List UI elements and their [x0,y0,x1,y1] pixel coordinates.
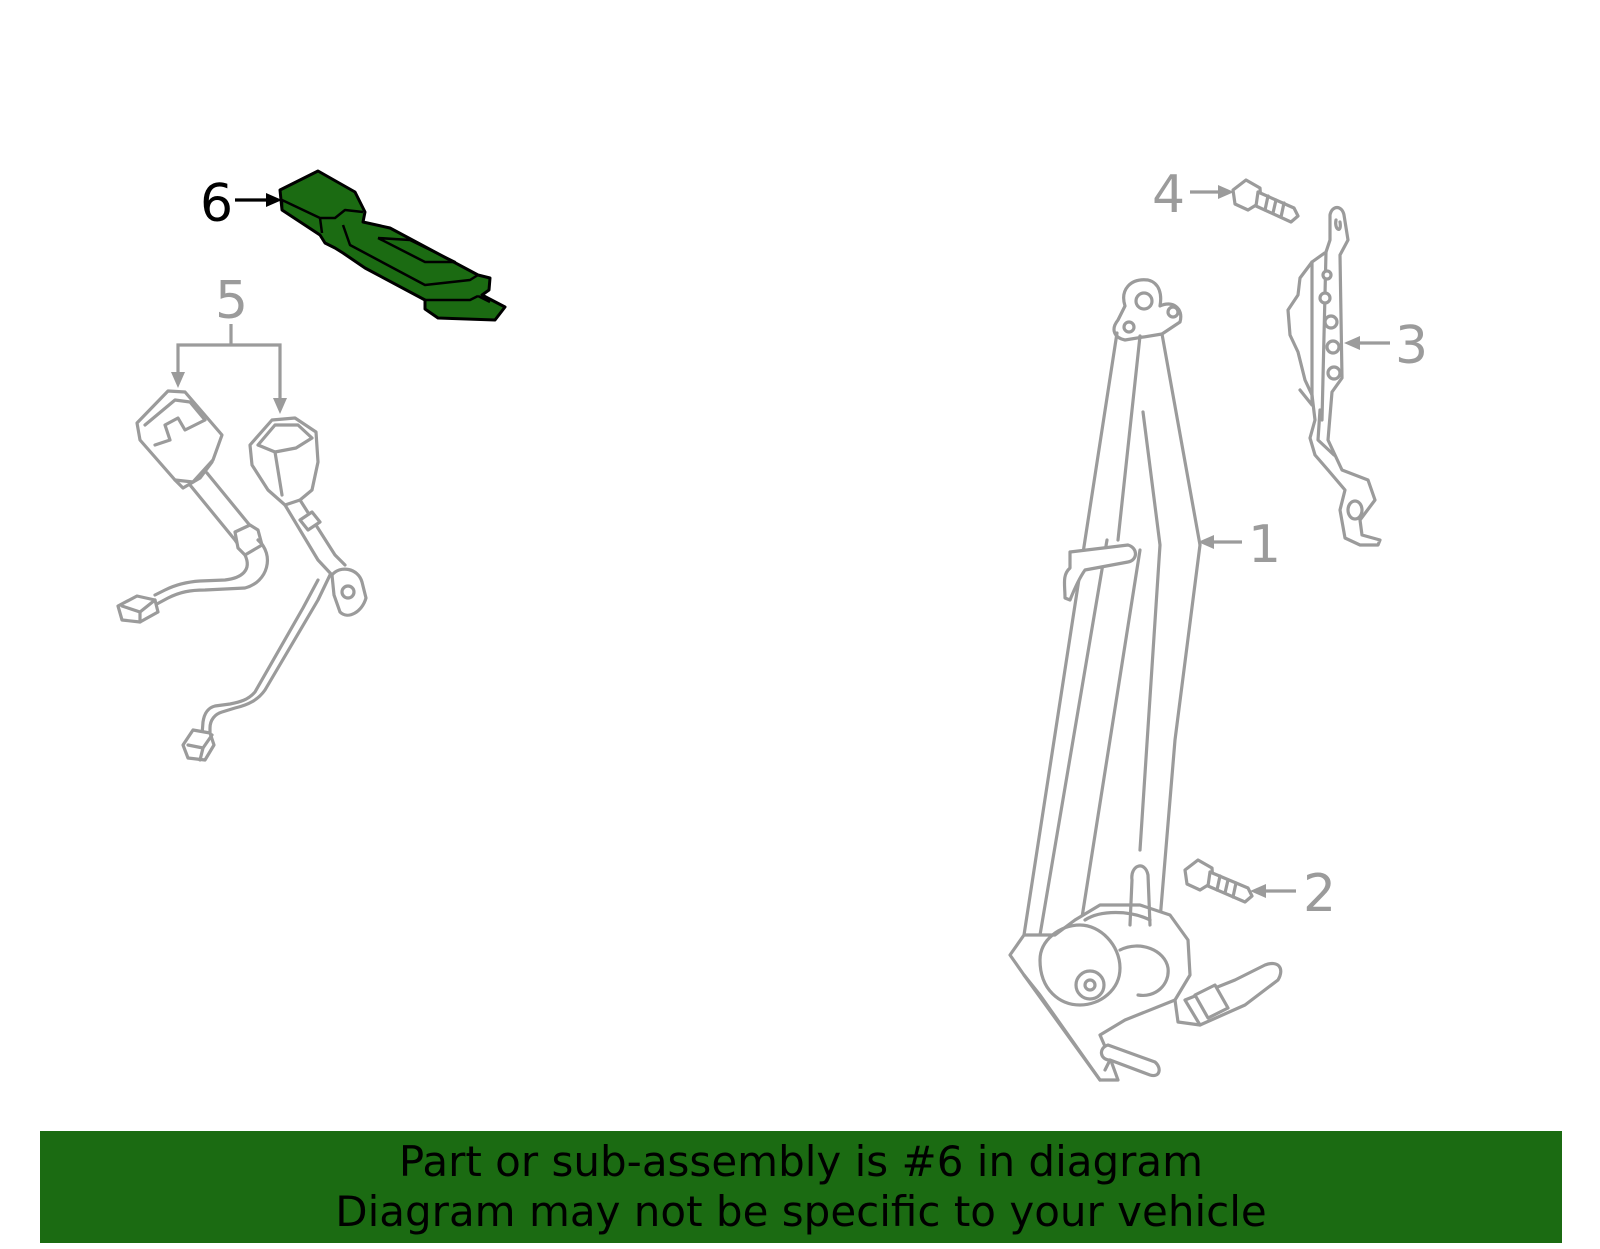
callout-4: 4 [1152,165,1234,225]
callout-5-label: 5 [215,271,248,331]
callout-2-label: 2 [1303,864,1336,924]
callout-1-label: 1 [1248,515,1281,575]
banner-line-2: Diagram may not be specific to your vehi… [335,1187,1267,1236]
callout-5: 5 [171,271,287,414]
part-2-bolt[interactable] [1183,858,1254,904]
part-6-buckle-stalk[interactable] [278,169,507,322]
part-5-buckle-assemblies[interactable] [116,389,368,762]
callout-1: 1 [1198,515,1281,575]
part-3-height-adjuster[interactable] [1286,205,1382,547]
part-4-bolt[interactable] [1231,178,1300,224]
callout-6-label: 6 [200,174,233,234]
callout-2: 2 [1250,864,1336,924]
part-1-seat-belt-assembly[interactable] [1008,278,1283,1082]
callout-4-label: 4 [1152,165,1185,225]
info-banner: Part or sub-assembly is #6 in diagram Di… [40,1131,1562,1243]
callout-3-label: 3 [1395,316,1428,376]
callout-6: 6 [200,174,282,234]
callout-3: 3 [1344,316,1428,376]
banner-line-1: Part or sub-assembly is #6 in diagram [398,1137,1204,1186]
